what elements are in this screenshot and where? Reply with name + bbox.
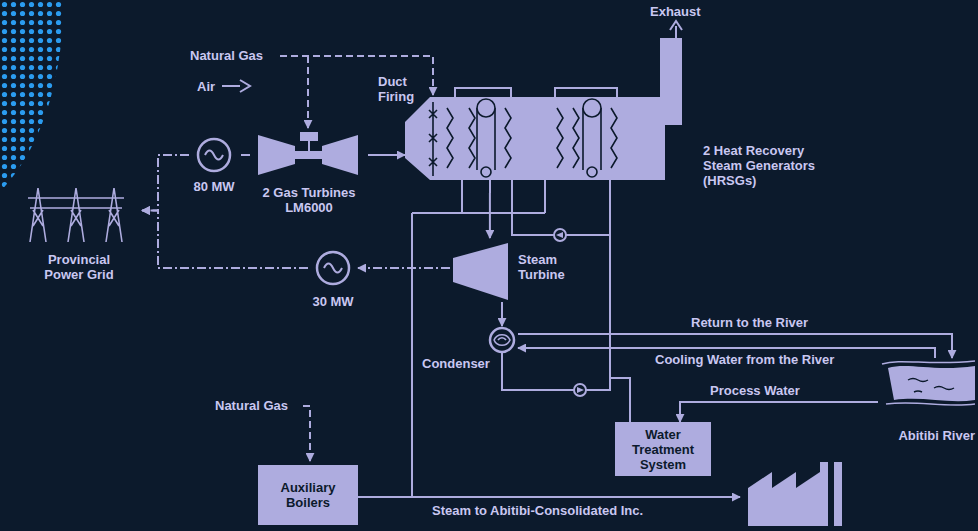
steam-export-line <box>358 496 740 498</box>
sine-wave <box>324 264 342 273</box>
mud-drum <box>481 167 491 177</box>
river-bank <box>882 361 975 405</box>
flow-connector <box>501 302 503 326</box>
stream-label: Natural Gas <box>190 48 263 63</box>
condenser-symbol <box>490 328 514 352</box>
pump-arrow <box>556 232 563 238</box>
exhaust-arrow <box>675 26 677 38</box>
flow-connector <box>142 211 308 269</box>
node-label: Steam Turbine <box>518 252 578 282</box>
turbine-symbol <box>322 135 358 175</box>
gas-line <box>307 56 309 128</box>
flow-connector <box>489 193 491 238</box>
flow-label: Return to the River <box>688 315 811 330</box>
flow-connector <box>239 154 250 156</box>
factory-icon <box>748 462 842 526</box>
hrsg: 2 Heat Recovery Steam Generators (HRSGs) <box>405 38 845 193</box>
flow-connector <box>142 155 189 211</box>
node-label: Abitibi River <box>878 428 975 443</box>
stream-label: Exhaust <box>650 4 701 19</box>
river-wave <box>908 379 954 393</box>
pump-arrow <box>577 387 584 393</box>
condenser: Condenser <box>420 326 518 374</box>
pump-symbol <box>554 229 566 241</box>
node-label: Water Treatment System <box>619 427 707 472</box>
pump-symbol <box>574 384 586 396</box>
gas-line <box>303 406 310 461</box>
dot-pattern <box>0 0 64 192</box>
compressor-symbol <box>258 135 295 175</box>
duct-burner <box>429 102 601 176</box>
node-label: 2 Heat Recovery Steam Generators (HRSGs) <box>703 143 843 188</box>
river: Abitibi River <box>878 358 975 446</box>
generator: 30 MW <box>308 250 358 312</box>
feedwater-line <box>502 180 630 422</box>
gas-turbine: 2 Gas Turbines LM6000 <box>250 130 368 225</box>
combustor-link <box>308 141 310 151</box>
stream-label: Air <box>197 79 215 94</box>
stream-label: Duct Firing <box>378 74 422 104</box>
generator-symbol <box>317 252 349 284</box>
generator-symbol <box>198 139 230 171</box>
boiler-box: Auxiliary Boilers <box>258 465 358 525</box>
pylon-icon <box>28 188 124 242</box>
flow-connector <box>368 154 405 156</box>
node-label: 2 Gas Turbines LM6000 <box>254 185 364 215</box>
node-label: Condenser <box>422 356 502 371</box>
turbine-shaft <box>295 151 322 159</box>
steam-turbine-symbol <box>453 243 508 300</box>
flow-connector <box>680 402 878 422</box>
drum-loop <box>455 88 617 97</box>
condenser-coil <box>494 335 510 346</box>
power-grid: Provincial Power Grid <box>18 186 142 286</box>
steam-drum <box>477 99 495 117</box>
exhaust-arrow-head <box>670 21 682 30</box>
stream-label: Natural Gas <box>215 398 288 413</box>
air-arrow-head <box>240 80 250 92</box>
flow-connector <box>358 267 450 269</box>
node-label: 80 MW <box>189 179 239 194</box>
flow-label: Process Water <box>707 383 803 398</box>
air-arrow <box>222 85 240 87</box>
sine-wave <box>205 151 223 160</box>
steam-header <box>412 180 545 497</box>
pipe-group <box>222 21 740 497</box>
generator: 80 MW <box>189 136 239 198</box>
mud-drum <box>587 167 597 177</box>
stream-label: Steam to Abitibi-Consolidated Inc. <box>432 503 643 518</box>
flow-label: Cooling Water from the River <box>652 352 837 367</box>
steam-drum <box>583 99 601 117</box>
hrsg-casing <box>405 38 682 180</box>
steam-turbine: Steam Turbine <box>450 238 578 302</box>
node-label: Provincial Power Grid <box>38 252 120 282</box>
node-label: Auxiliary Boilers <box>262 480 354 510</box>
water-treatment-box: Water Treatment System <box>615 422 711 476</box>
river-water <box>888 366 975 401</box>
node-label: 30 MW <box>308 294 358 309</box>
combustor-symbol <box>300 132 318 141</box>
